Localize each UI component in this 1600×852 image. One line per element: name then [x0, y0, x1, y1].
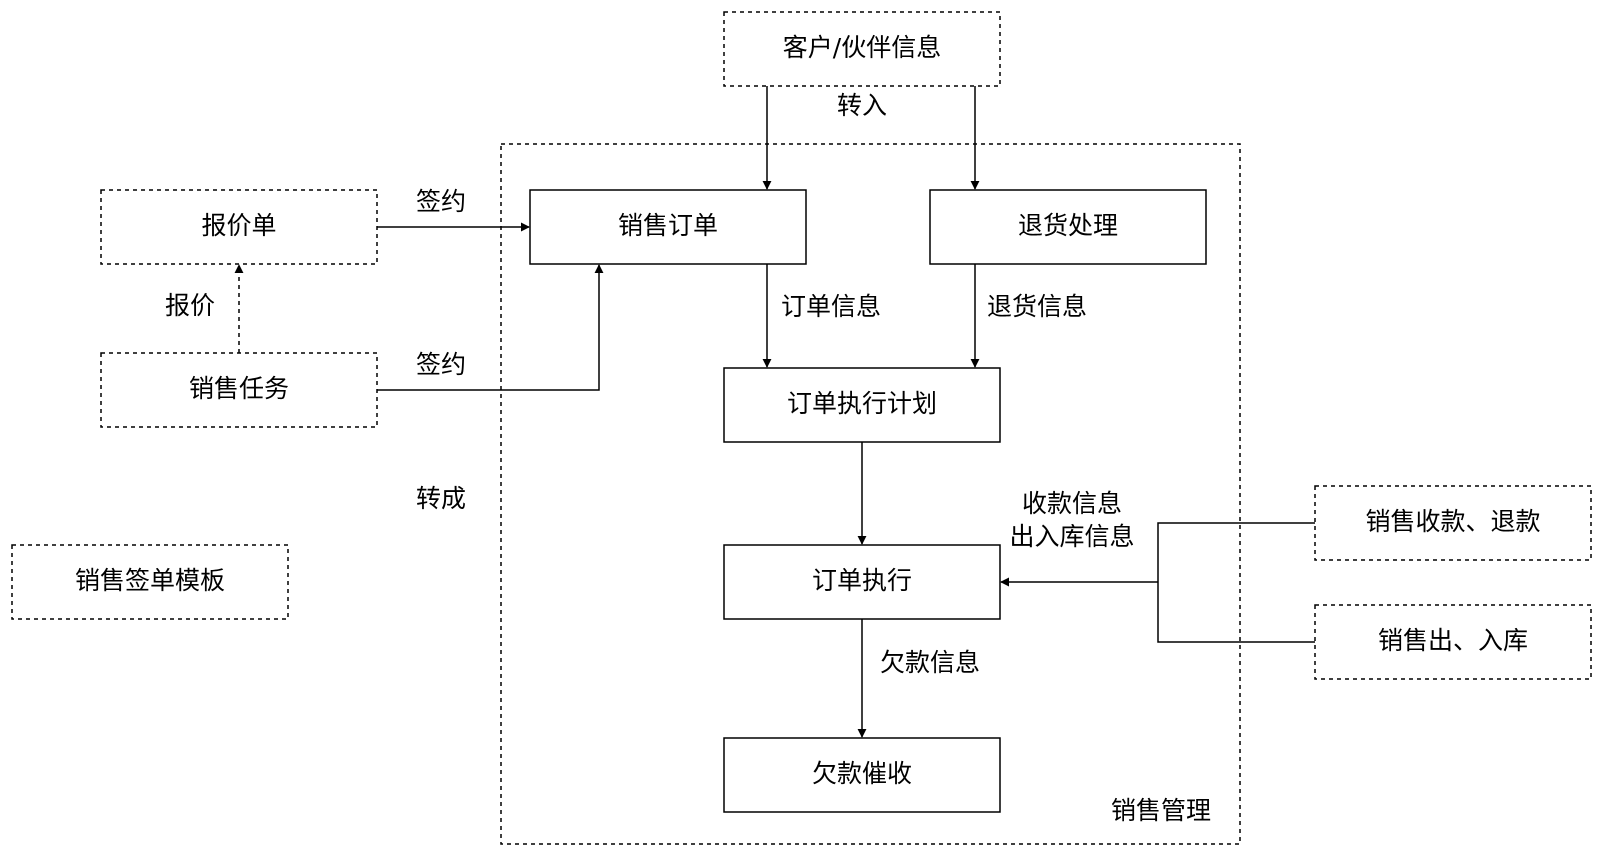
edge-label-convert: 转成 — [416, 484, 466, 513]
node-sales-template-label: 销售签单模板 — [75, 566, 225, 595]
node-order-plan-label: 订单执行计划 — [787, 389, 937, 418]
edge-sales-task-to-sales-order — [377, 264, 604, 391]
edge-label-return-info: 退货信息 — [987, 292, 1087, 321]
node-order-execution[interactable]: 订单执行 — [723, 544, 1001, 620]
node-customer-info[interactable]: 客户/伙伴信息 — [723, 11, 1001, 87]
node-order-plan[interactable]: 订单执行计划 — [723, 367, 1001, 443]
edge-label-order-info: 订单信息 — [781, 292, 881, 321]
node-order-execution-label: 订单执行 — [812, 566, 912, 595]
node-debt-collection[interactable]: 欠款催收 — [723, 737, 1001, 813]
edge-label-transfer-in: 转入 — [837, 91, 887, 120]
node-sales-task[interactable]: 销售任务 — [100, 352, 378, 428]
edge-payment-refund-branch — [1157, 522, 1315, 643]
node-payment-refund[interactable]: 销售收款、退款 — [1314, 485, 1592, 561]
group-label: 销售管理 — [1111, 796, 1211, 825]
node-payment-refund-label: 销售收款、退款 — [1365, 507, 1540, 536]
node-debt-collection-label: 欠款催收 — [812, 759, 912, 788]
node-sales-task-label: 销售任务 — [189, 374, 289, 403]
edge-label-stock-info: 出入库信息 — [1009, 522, 1134, 551]
edge-label-quote-price: 报价 — [165, 291, 215, 320]
node-stock-in-out[interactable]: 销售出、入库 — [1314, 604, 1592, 680]
edge-label-debt-info: 欠款信息 — [880, 648, 980, 677]
edge-label-payment-info: 收款信息 — [1022, 489, 1122, 518]
node-sales-order-label: 销售订单 — [618, 211, 718, 240]
node-customer-info-label: 客户/伙伴信息 — [783, 33, 941, 62]
node-quote[interactable]: 报价单 — [100, 189, 378, 265]
sales-management-group — [500, 143, 1241, 845]
node-stock-in-out-label: 销售出、入库 — [1378, 626, 1528, 655]
node-quote-label: 报价单 — [201, 211, 276, 240]
node-sales-order[interactable]: 销售订单 — [529, 189, 807, 265]
edge-label-sign-1: 签约 — [416, 187, 466, 216]
node-return-processing-label: 退货处理 — [1018, 211, 1118, 240]
node-sales-template[interactable]: 销售签单模板 — [11, 544, 289, 620]
node-return-processing[interactable]: 退货处理 — [929, 189, 1207, 265]
edge-label-sign-2: 签约 — [416, 350, 466, 379]
